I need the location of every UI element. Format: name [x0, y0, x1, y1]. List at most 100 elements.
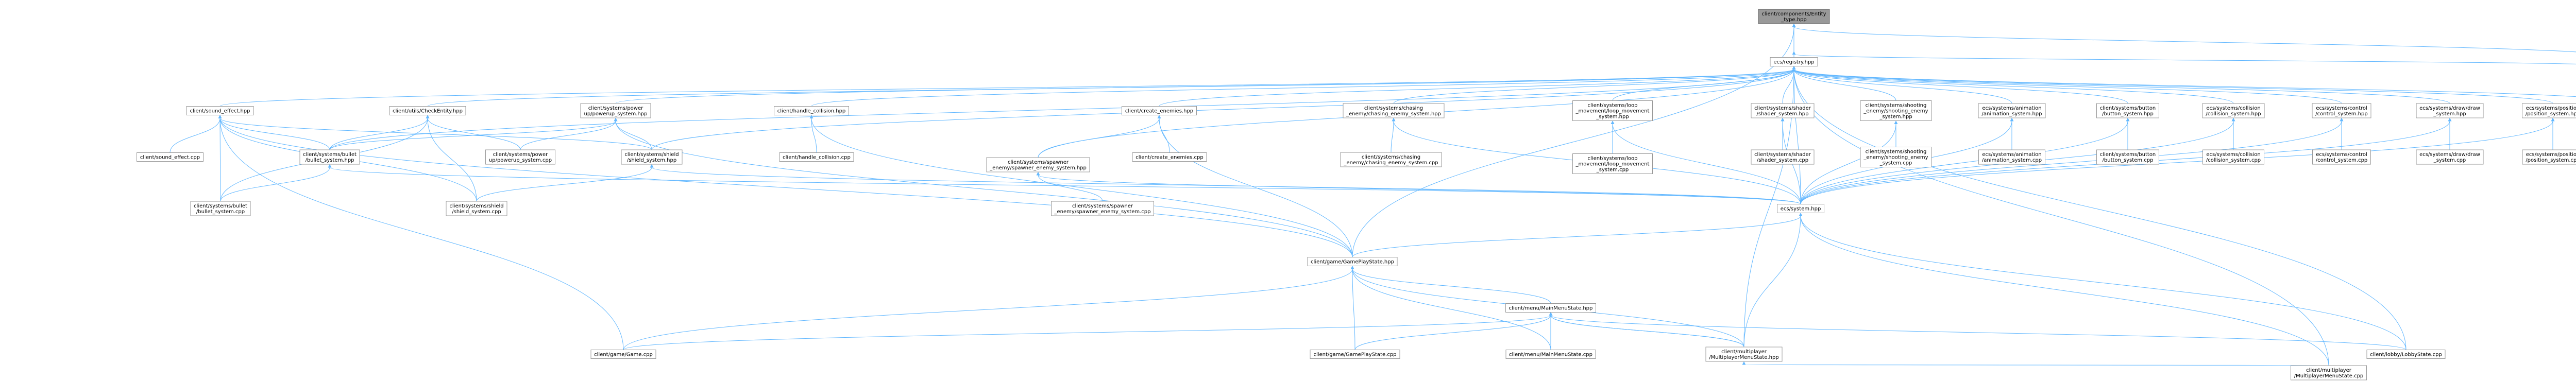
node-box: [2202, 103, 2265, 118]
node-label-line: client/components/Entity: [1761, 11, 1826, 17]
node-sound-effect-hpp[interactable]: client/sound_effect.hpp: [186, 106, 254, 115]
node-box: [1505, 350, 1596, 359]
node-draw-hpp[interactable]: ecs/systems/draw/draw_system.hpp: [2416, 103, 2484, 118]
node-box: [2312, 149, 2371, 165]
node-powerup-cpp[interactable]: client/systems/powerup/powerup_system.cp…: [485, 149, 555, 165]
node-main-menu-cpp[interactable]: client/menu/MainMenuState.cpp: [1505, 350, 1596, 359]
node-multiplayer-hpp[interactable]: client/multiplayer/MultiplayerMenuState.…: [1705, 347, 1783, 362]
node-box: [2522, 103, 2576, 118]
node-label-line: /collision_system.hpp: [2206, 111, 2261, 117]
edge-powerup-hpp-to-registry: [615, 66, 1796, 104]
node-shader-cpp[interactable]: client/systems/shader/shader_system.cpp: [1751, 149, 1815, 165]
node-box: [2096, 149, 2159, 165]
node-chasing-hpp[interactable]: client/systems/chasing_enemy/chasing_ene…: [1343, 103, 1445, 118]
node-label-line: client/systems/spawner: [1008, 160, 1069, 165]
edge-system-hpp-to-position-hpp: [1800, 117, 2555, 204]
node-handle-collision-cpp[interactable]: client/handle_collision.cpp: [779, 152, 854, 162]
node-label-line: ecs/systems/control: [2316, 152, 2367, 158]
node-collision-cpp[interactable]: ecs/systems/collision/collision_system.c…: [2202, 149, 2264, 165]
node-lobby-cpp[interactable]: client/lobby/LobbyState.cpp: [2366, 350, 2446, 359]
node-label-line: /position_system.hpp: [2526, 111, 2576, 117]
node-label-line: client/menu/MainMenuState.hpp: [1509, 306, 1593, 311]
edge-gameplay-hpp-to-powerup-hpp: [614, 117, 1353, 257]
node-label-line: _system.hpp: [2433, 111, 2466, 117]
node-label-line: up/powerup_system.cpp: [489, 158, 552, 163]
node-shader-hpp[interactable]: client/systems/shader/shader_system.hpp: [1751, 103, 1815, 118]
node-main-menu-hpp[interactable]: client/menu/MainMenuState.hpp: [1505, 303, 1596, 313]
node-root[interactable]: client/components/Entity_type.hpp: [1758, 9, 1830, 24]
node-create-enemies-hpp[interactable]: client/create_enemies.hpp: [1122, 106, 1197, 115]
node-game-cpp[interactable]: client/game/Game.cpp: [590, 350, 656, 359]
node-label-line: ecs/systems/animation: [1982, 106, 2041, 111]
edge-gamestate-hpp-to-registry: [1792, 66, 2576, 97]
node-label-line: /bullet_system.hpp: [305, 158, 354, 163]
node-collision-hpp[interactable]: ecs/systems/collision/collision_system.h…: [2202, 103, 2265, 118]
node-label-line: _system.cpp: [1596, 167, 1629, 173]
node-label-line: client/multiplayer: [2306, 368, 2352, 373]
node-box: [1572, 153, 1653, 174]
node-animation-cpp[interactable]: ecs/systems/animation/animation_system.c…: [1978, 149, 2045, 165]
node-gameplay-cpp[interactable]: client/game/GamePlayState.cpp: [1310, 350, 1400, 359]
node-control-cpp[interactable]: ecs/systems/control/control_system.cpp: [2312, 149, 2371, 165]
node-loop-movement-cpp[interactable]: client/systems/loop_movement/loop_moveme…: [1572, 153, 1653, 174]
node-animation-hpp[interactable]: ecs/systems/animation/animation_system.h…: [1978, 103, 2046, 118]
node-multiplayer-cpp[interactable]: client/multiplayer/MultiplayerMenuState.…: [2291, 365, 2367, 380]
edge-control-hpp-to-registry: [1792, 66, 2342, 104]
edge-gameplay-hpp-to-create-enemies-hpp: [1157, 115, 1353, 257]
edge-gameplay-hpp-to-root: [1352, 23, 1796, 257]
node-label-line: /shield_system.hpp: [627, 158, 676, 163]
node-label-line: client/systems/power: [588, 106, 643, 111]
edge-system-hpp-to-spawner-hpp: [1036, 171, 1801, 204]
node-label-line: _system.cpp: [1879, 161, 1912, 166]
node-control-hpp[interactable]: ecs/systems/control/control_system.hpp: [2312, 103, 2371, 118]
node-box: [1051, 201, 1154, 216]
node-shooting-cpp[interactable]: client/systems/shooting_enemy/shooting_e…: [1860, 147, 1932, 167]
node-label-line: client/create_enemies.cpp: [1136, 155, 1203, 161]
edge-animation-hpp-to-registry: [1792, 66, 2012, 104]
node-shooting-hpp[interactable]: client/systems/shooting_enemy/shooting_e…: [1860, 100, 1932, 121]
node-label-line: client/systems/button: [2100, 106, 2156, 111]
edge-shader-hpp-to-registry: [1782, 66, 1796, 104]
node-box: [1122, 106, 1197, 115]
node-position-hpp[interactable]: ecs/systems/position/position_system.hpp: [2522, 103, 2576, 118]
edge-main-menu-hpp-to-gameplay-hpp: [1350, 266, 1551, 304]
node-spawner-cpp[interactable]: client/systems/spawner_enemy/spawner_ene…: [1051, 201, 1154, 216]
node-gameplay-hpp[interactable]: client/game/GamePlayState.hpp: [1307, 257, 1398, 266]
node-label-line: client/systems/loop: [1588, 103, 1638, 109]
node-button-cpp[interactable]: client/systems/button/button_system.cpp: [2096, 149, 2159, 165]
node-handle-collision-hpp[interactable]: client/handle_collision.hpp: [774, 106, 849, 115]
node-registry[interactable]: ecs/registry.hpp: [1770, 57, 1818, 66]
node-box: [389, 106, 466, 115]
edge-handle-collision-hpp-to-registry: [811, 66, 1796, 107]
node-bullet-hpp[interactable]: client/systems/bullet/bullet_system.hpp: [299, 149, 360, 165]
node-check-entity-hpp[interactable]: client/utils/CheckEntity.hpp: [389, 106, 466, 115]
edge-gameplay-cpp-to-gameplay-hpp: [1350, 266, 1355, 350]
node-label-line: /shader_system.hpp: [1756, 111, 1808, 117]
node-button-hpp[interactable]: client/systems/button/button_system.hpp: [2096, 103, 2159, 118]
node-shield-cpp[interactable]: client/systems/shield/shield_system.cpp: [446, 201, 507, 216]
edge-check-entity-cpp-to-registry: [1792, 51, 2576, 64]
node-label-line: up/powerup_system.hpp: [584, 111, 647, 117]
dependency-edges: [170, 23, 2576, 367]
edge-spawner-cpp-to-spawner-hpp: [1036, 171, 1103, 202]
node-position-cpp[interactable]: ecs/systems/position/position_system.cpp: [2522, 149, 2576, 165]
node-loop-movement-hpp[interactable]: client/systems/loop_movement/loop_moveme…: [1572, 100, 1653, 121]
node-label-line: /control_system.hpp: [2315, 111, 2367, 117]
node-shield-hpp[interactable]: client/systems/shield/shield_system.hpp: [621, 149, 683, 165]
node-bullet-cpp[interactable]: client/systems/bullet/bullet_system.cpp: [190, 201, 251, 216]
edge-create-enemies-hpp-to-registry: [1159, 66, 1796, 107]
node-label-line: client/systems/power: [493, 152, 548, 158]
node-powerup-hpp[interactable]: client/systems/powerup/powerup_system.hp…: [580, 103, 651, 118]
node-draw-cpp[interactable]: ecs/systems/draw/draw_system.cpp: [2416, 149, 2484, 165]
node-label-line: client/menu/MainMenuState.cpp: [1509, 352, 1592, 358]
edge-bullet-hpp-to-sound-effect-hpp: [218, 115, 330, 150]
node-label-line: client/systems/shield: [449, 203, 503, 209]
node-chasing-cpp[interactable]: client/systems/chasing_enemy/chasing_ene…: [1340, 152, 1442, 167]
node-sound-effect-cpp[interactable]: client/sound_effect.cpp: [137, 152, 204, 162]
node-label-line: client/systems/chasing: [1362, 154, 1420, 160]
node-system-hpp[interactable]: ecs/system.hpp: [1777, 204, 1824, 213]
node-create-enemies-cpp[interactable]: client/create_enemies.cpp: [1132, 152, 1207, 162]
node-label-line: ecs/systems/animation: [1982, 152, 2041, 158]
node-label-line: ecs/systems/draw/draw: [2419, 106, 2480, 111]
node-spawner-hpp[interactable]: client/systems/spawner_enemy/spawner_ene…: [986, 157, 1090, 172]
